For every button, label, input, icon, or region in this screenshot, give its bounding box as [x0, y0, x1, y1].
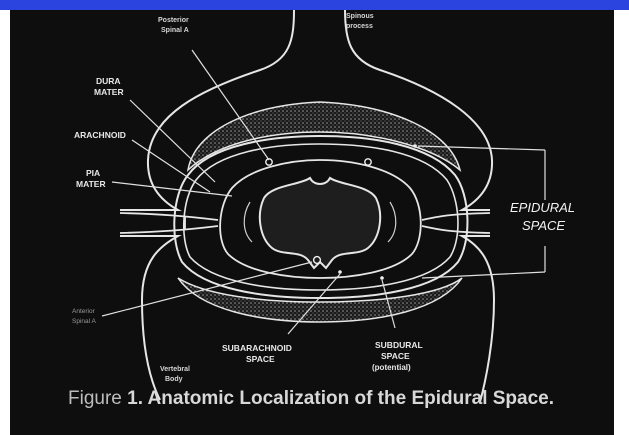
right-nerve-root [422, 213, 490, 233]
pia-mater-label-2: MATER [76, 179, 106, 189]
epidural-marker-top [413, 144, 417, 148]
posterior-spinal-label-1: Posterior [158, 17, 189, 24]
grey-matter [260, 178, 380, 268]
anterior-spinal-label-2: Spinal A [72, 318, 97, 325]
spinous-process-label-2: process [346, 23, 373, 30]
figure-caption: Figure 1. Anatomic Localization of the E… [68, 388, 608, 418]
vertebral-body-label-2: Body [165, 376, 183, 383]
pia-mater-label-1: PIA [86, 168, 100, 178]
anterior-spinal-label-1: Anterior [72, 308, 96, 315]
subdural-marker [380, 276, 384, 280]
vertebral-body-label-1: Vertebral [160, 366, 190, 373]
spinal-cross-section-diagram: Posterior Spinal A Spinous process DURA … [10, 10, 614, 435]
dura-mater-label-1: DURA [96, 76, 121, 86]
subdural-label-2: SPACE [381, 351, 410, 361]
epidural-space-label-1: EPIDURAL [510, 200, 575, 215]
grey-matter-inner-left [244, 202, 252, 242]
spinous-process-label-1: Spinous [346, 13, 374, 20]
subarachnoid-label-2: SPACE [246, 354, 275, 364]
subarachnoid-label-1: SUBARACHNOID [222, 343, 292, 353]
dura-mater-label-2: MATER [94, 87, 124, 97]
grey-matter-inner-right [388, 202, 396, 242]
left-nerve-root [120, 213, 218, 233]
slide-figure: Posterior Spinal A Spinous process DURA … [10, 10, 614, 435]
arachnoid-label: ARACHNOID [74, 130, 126, 140]
top-accent-bar [0, 0, 629, 10]
posterior-spinal-artery-right [365, 159, 371, 165]
posterior-spinal-label-2: Spinal A [161, 27, 189, 34]
caption-prefix: Figure [68, 388, 122, 409]
subarachnoid-marker [338, 270, 342, 274]
epidural-space-label-2: SPACE [522, 218, 565, 233]
subdural-label-3: (potential) [372, 363, 411, 372]
caption-text: 1. Anatomic Localization of the Epidural… [122, 388, 554, 409]
subdural-label-1: SUBDURAL [375, 340, 423, 350]
